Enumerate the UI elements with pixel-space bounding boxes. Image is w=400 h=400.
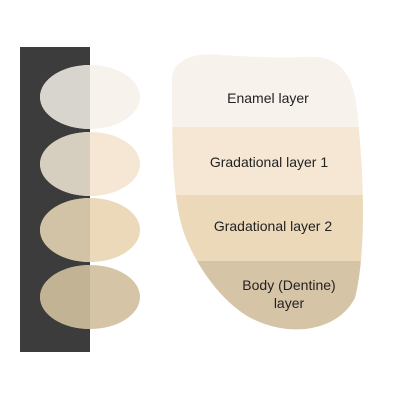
shade-swatch-2 [40, 132, 140, 196]
shade-swatch-column [20, 47, 140, 352]
swatch-3-dark-half [40, 198, 90, 262]
body-dentine-layer-band [172, 261, 364, 330]
swatch-1-dark-half [40, 65, 90, 129]
gradational-layer-1-band [172, 127, 364, 195]
enamel-layer-label: Enamel layer [227, 90, 309, 106]
shade-swatch-3 [40, 198, 140, 262]
gradational-layer-2-label: Gradational layer 2 [214, 218, 333, 234]
body-dentine-label-line-2: layer [274, 295, 305, 311]
shade-swatch-4 [40, 265, 140, 329]
swatch-4-dark-half [40, 265, 90, 329]
body-dentine-label-line-1: Body (Dentine) [242, 277, 335, 293]
tooth-shape [172, 54, 364, 330]
swatch-2-dark-half [40, 132, 90, 196]
enamel-layer-band [172, 54, 364, 127]
gradational-layer-1-label: Gradational layer 1 [210, 154, 329, 170]
shade-swatch-1 [40, 65, 140, 129]
gradational-layer-2-band [172, 195, 364, 261]
